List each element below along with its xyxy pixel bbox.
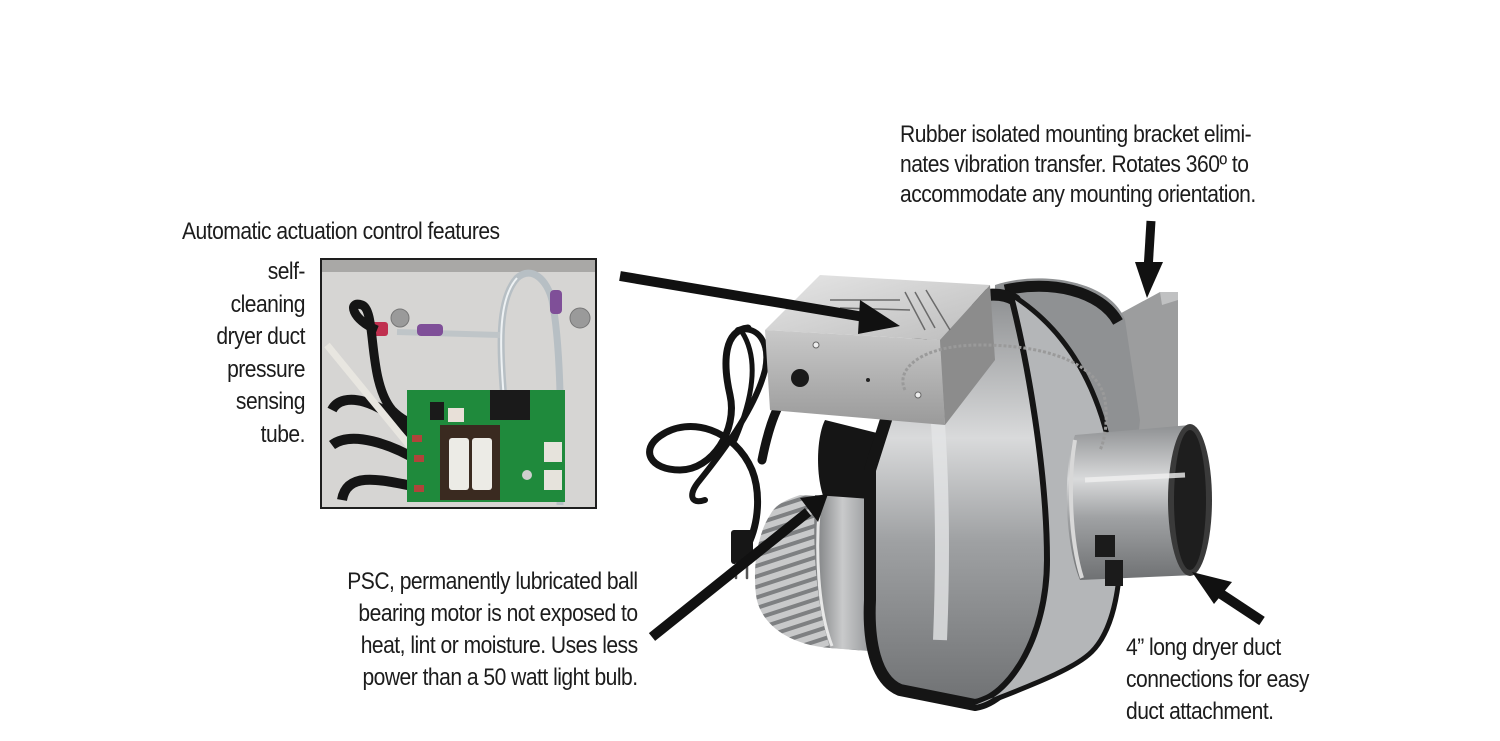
callout-psc-motor: PSC, permanently lubricated ball bearing…: [347, 566, 639, 694]
control-board-inset-photo: [320, 258, 597, 509]
arrow-to-motor: [648, 494, 828, 641]
pressure-sensing-tube: [901, 343, 1108, 451]
callout-mounting-bracket: Rubber isolated mounting bracket elimi- …: [900, 120, 1256, 210]
callout-line: pressure: [227, 355, 305, 383]
callout-line: power than a 50 watt light bulb.: [362, 664, 639, 691]
callout-line: sensing: [235, 388, 306, 415]
callout-line: Rubber isolated mounting bracket elimi-: [900, 121, 1252, 148]
circuit-board-illustration: [322, 260, 595, 507]
exhaust-duct: [1066, 424, 1212, 586]
callout-line: bearing motor is not exposed to: [358, 600, 639, 627]
callout-line: self-: [267, 258, 306, 285]
callout-actuation-control-title: Automatic actuation control features: [182, 218, 500, 245]
callout-line: PSC, permanently lubricated ball: [347, 568, 639, 595]
callout-line: nates vibration transfer. Rotates 360º t…: [900, 151, 1249, 178]
callout-line: cleaning: [230, 290, 306, 318]
arrow-to-control-box: [619, 271, 900, 334]
callout-line: duct attachment.: [1126, 698, 1274, 725]
callout-actuation-control-body: self- cleaning dryer duct pressure sensi…: [216, 256, 305, 451]
control-box: [765, 275, 995, 425]
callout-line: 4” long dryer duct: [1126, 634, 1281, 661]
arrow-to-duct-connection: [1192, 572, 1265, 626]
callout-line: tube.: [260, 420, 306, 448]
callout-duct-connections: 4” long dryer duct connections for easy …: [1126, 632, 1309, 728]
callout-line: heat, lint or moisture. Uses less: [361, 632, 638, 659]
callout-line: accommodate any mounting orientation.: [900, 181, 1256, 208]
arrow-to-mounting-bracket: [1135, 220, 1163, 298]
callout-line: connections for easy: [1126, 666, 1309, 693]
callout-line: dryer duct: [216, 323, 305, 350]
